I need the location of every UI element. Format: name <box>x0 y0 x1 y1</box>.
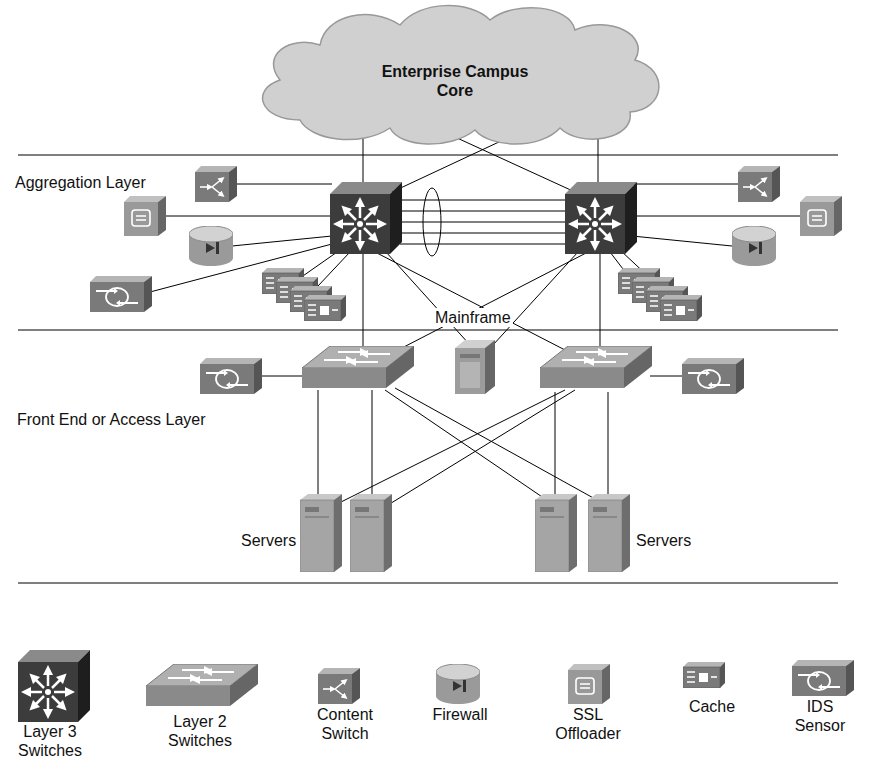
layer-label: Front End or Access Layer <box>17 410 206 429</box>
servers-label: Servers <box>241 531 296 550</box>
server-icons <box>300 494 630 572</box>
mainframe-icon <box>455 340 495 394</box>
service-icons <box>90 166 842 394</box>
layer-label: Aggregation Layer <box>15 173 146 192</box>
legend-label: Content Switch <box>305 705 385 743</box>
servers-label: Servers <box>636 531 691 550</box>
cloud-node: Enterprise Campus Core <box>240 0 670 150</box>
legend-label: Firewall <box>420 705 500 724</box>
mainframe-node: Mainframe <box>428 306 518 396</box>
legend-label: Layer 3 Switches <box>15 722 85 760</box>
legend-label: SSL Offloader <box>548 705 628 743</box>
cloud-label: Enterprise Campus Core <box>365 62 545 100</box>
legend-label: Cache <box>677 697 747 716</box>
legend-label: IDS Sensor <box>790 697 850 735</box>
mainframe-label: Mainframe <box>433 308 513 327</box>
legend-label: Layer 2 Switches <box>160 712 240 750</box>
